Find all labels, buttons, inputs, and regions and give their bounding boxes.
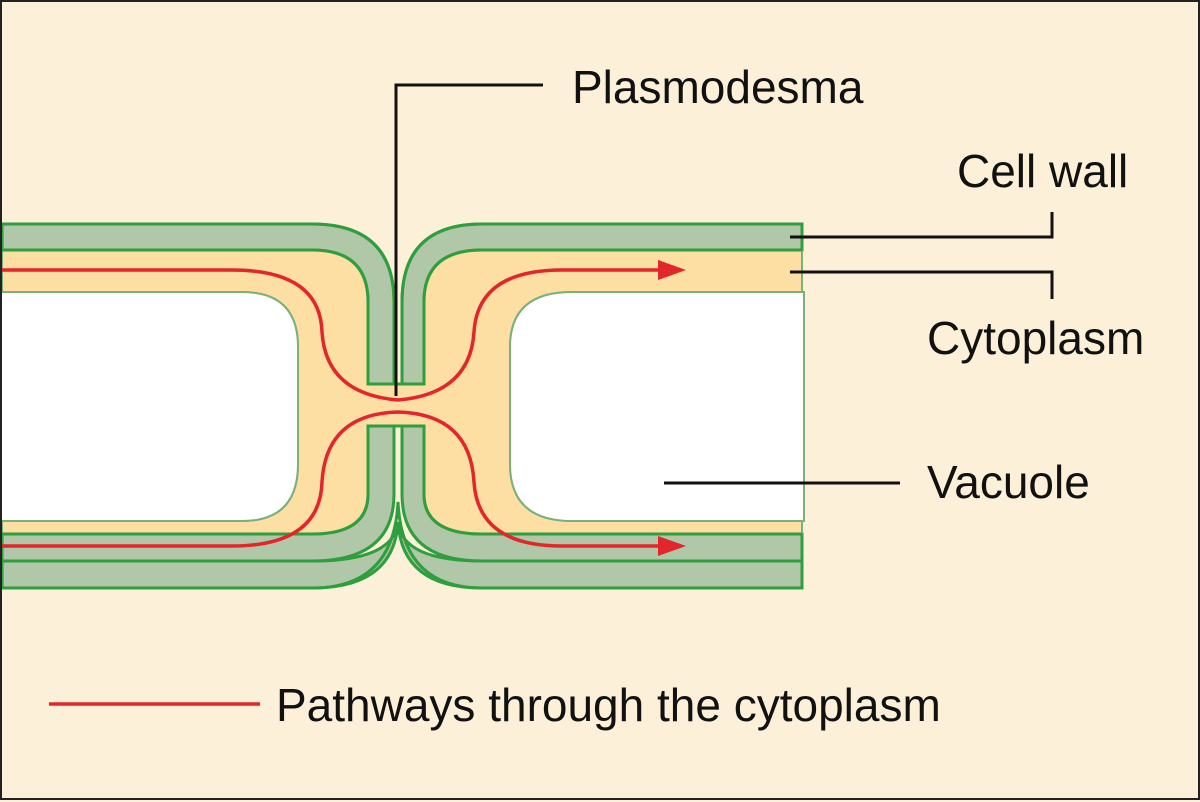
vacuole-left	[2, 291, 299, 522]
cell-wall-leader-line	[790, 212, 1054, 239]
cell-wall-label: Cell wall	[957, 145, 1128, 197]
pathway-upper	[2, 268, 662, 402]
cytoplasm-label: Cytoplasm	[927, 312, 1144, 364]
cytoplasm-leader-line	[790, 270, 1054, 299]
pathway-lower-arrowhead	[658, 536, 686, 556]
vacuole-label: Vacuole	[927, 456, 1090, 508]
cell-wall-outer-outline-bottom	[2, 501, 804, 590]
cell-wall-outer-outline-top	[2, 222, 804, 384]
pathway-lower	[2, 410, 662, 548]
vacuole-right	[509, 291, 805, 522]
pathway-upper-arrowhead	[658, 260, 686, 280]
cell-wall-inner-outline-bottom	[2, 424, 802, 536]
plasmodesma-leader-line	[394, 83, 543, 396]
plasmodesma-label: Plasmodesma	[572, 61, 864, 113]
legend-pathway-label: Pathways through the cytoplasm	[276, 679, 941, 731]
